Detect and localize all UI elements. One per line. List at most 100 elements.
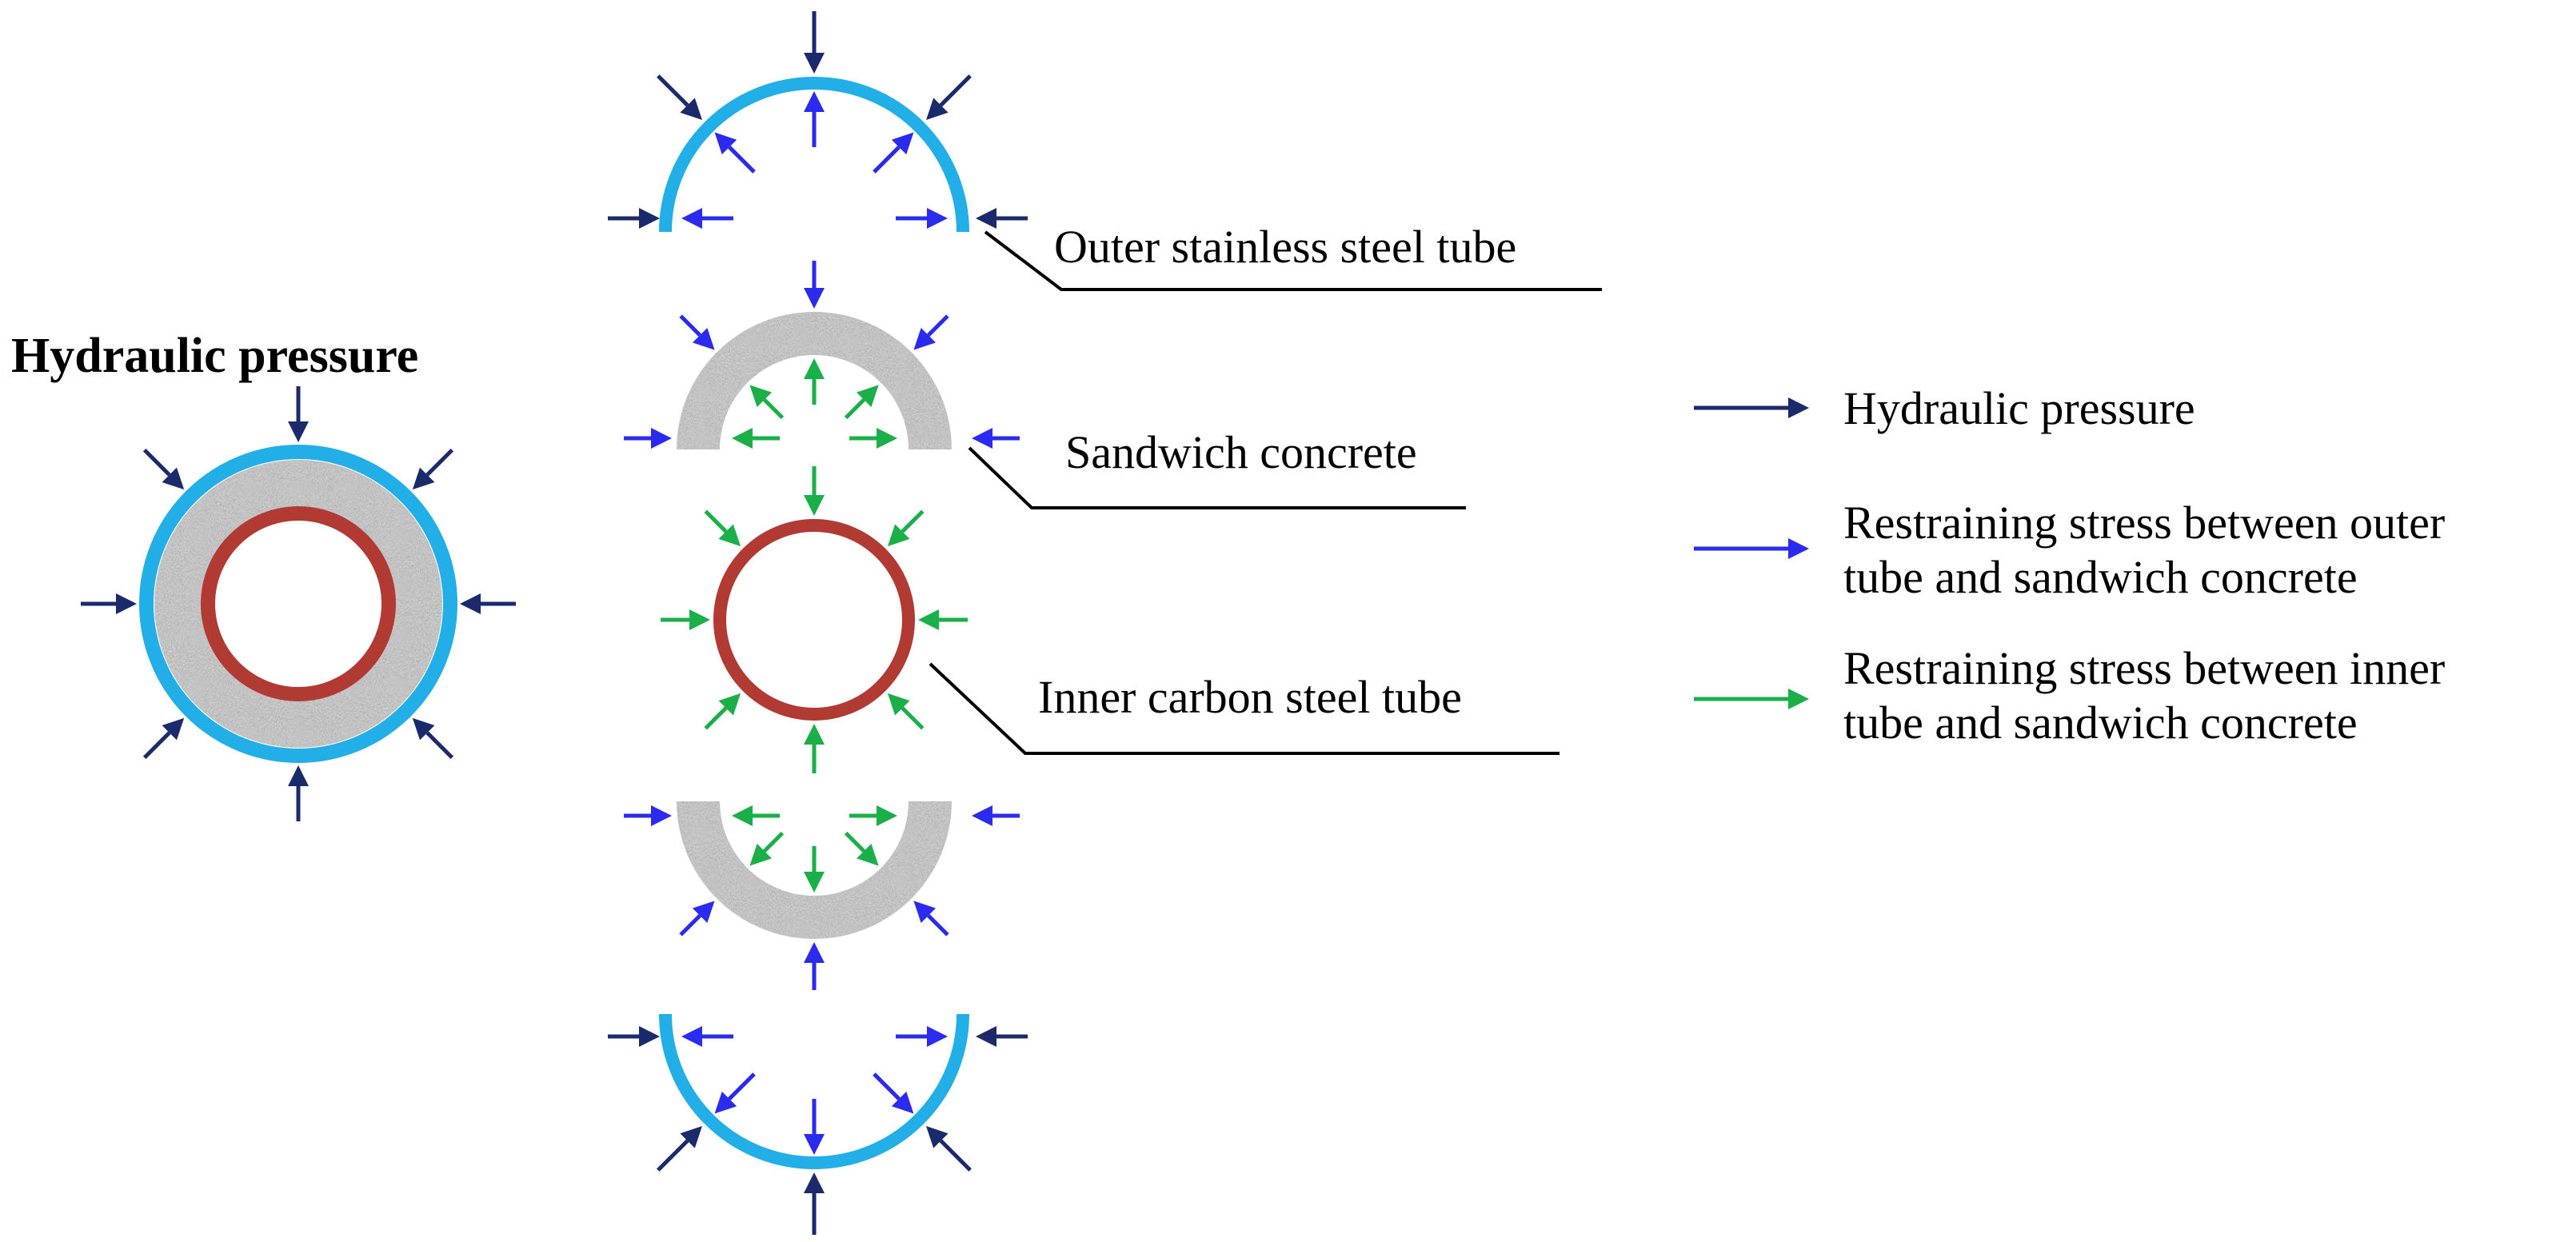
legend-inner-restraint-line-2: tube and sandwich concrete bbox=[1843, 697, 2358, 749]
inner-tube-restraint-0-head bbox=[804, 495, 825, 516]
outer-bottom-hydraulic-right-head bbox=[976, 1026, 996, 1047]
outer-bottom-restraint-1-shaft bbox=[728, 1072, 756, 1100]
outer-top-restraint-1 bbox=[714, 132, 756, 174]
hydraulic-arrow-1-head bbox=[162, 467, 185, 490]
inner-tube-restraint-6 bbox=[918, 609, 968, 630]
outer-tube-label: Outer stainless steel tube bbox=[1054, 221, 1517, 273]
outer-top-hydraulic-1 bbox=[657, 74, 702, 120]
outer-bottom-restraint-right-head bbox=[927, 1026, 948, 1047]
green-arrow-icon bbox=[1694, 689, 1809, 709]
outer-top-hydraulic-0-head bbox=[804, 53, 825, 74]
concrete-bottom-outer-restraint-0-head bbox=[804, 942, 825, 963]
concrete-top-inner-restraint-0 bbox=[804, 358, 825, 405]
concrete-bottom-outer-restraint-left bbox=[624, 805, 672, 826]
legend-item-outer-restraint-label: Restraining stress between outer tube an… bbox=[1843, 496, 2445, 605]
outer-bottom-restraint-left bbox=[681, 1026, 733, 1047]
outer-tube-ring bbox=[139, 445, 457, 763]
green-arrow-icon-head bbox=[1788, 689, 1809, 709]
concrete-top-inner-restraint-2-head bbox=[857, 385, 879, 407]
concrete-bottom-inner-restraint-1-shaft bbox=[763, 831, 785, 853]
legend-inner-restraint-line-1: Restraining stress between inner bbox=[1843, 642, 2446, 694]
concrete-bottom-inner-restraint-right-head bbox=[877, 805, 897, 826]
outer-bottom-hydraulic-2-head bbox=[926, 1126, 949, 1148]
outer-tube-top-half bbox=[659, 77, 969, 233]
outer-bottom-restraint-2-shaft bbox=[873, 1072, 901, 1100]
outer-bottom-restraint-2 bbox=[873, 1072, 914, 1114]
hydraulic-arrow-3 bbox=[142, 717, 185, 760]
blue-arrow-icon-head bbox=[1788, 538, 1809, 559]
hydraulic-arrow-3-head bbox=[162, 717, 185, 741]
outer-bottom-restraint-1-head bbox=[714, 1091, 737, 1114]
outer-bottom-restraint-2-head bbox=[891, 1091, 914, 1114]
concrete-bottom-inner-restraint-left bbox=[732, 805, 780, 826]
concrete-top-inner-restraint-1-head bbox=[749, 385, 772, 407]
outer-top-restraint-right-head bbox=[927, 208, 948, 229]
inner-tube-restraint-1-shaft bbox=[704, 509, 728, 533]
outer-bottom-hydraulic-1-shaft bbox=[657, 1139, 689, 1172]
inner-tube-label: Inner carbon steel tube bbox=[1038, 671, 1462, 723]
concrete-bottom-half bbox=[677, 801, 952, 939]
inner-tube-leader bbox=[929, 662, 1560, 755]
outer-bottom-restraint-right bbox=[896, 1026, 948, 1047]
inner-tube-restraint-1 bbox=[704, 509, 741, 547]
outer-bottom-hydraulic-left bbox=[608, 1026, 660, 1047]
outer-top-hydraulic-2-shaft bbox=[939, 74, 972, 107]
outer-top-hydraulic-left bbox=[608, 208, 660, 229]
legend-hydraulic-line-1: Hydraulic pressure bbox=[1843, 382, 2195, 434]
outer-bottom-hydraulic-2-shaft bbox=[939, 1139, 972, 1172]
inner-tube-restraint-2-head bbox=[689, 609, 710, 630]
stress-arrows bbox=[81, 11, 1809, 1235]
concrete-top-inner-restraint-0-head bbox=[804, 358, 825, 379]
outer-bottom-restraint-0 bbox=[804, 1099, 825, 1155]
hydraulic-arrow-1-shaft bbox=[142, 448, 171, 477]
legend-item-hydraulic-label: Hydraulic pressure bbox=[1843, 381, 2195, 436]
hydraulic-arrow-7 bbox=[412, 448, 454, 490]
legend-outer-restraint-line-1: Restraining stress between outer bbox=[1843, 497, 2446, 549]
concrete-top-inner-restraint-1 bbox=[749, 385, 785, 420]
concrete-bottom-outer-restraint-1-shaft bbox=[679, 914, 701, 936]
outer-bottom-restraint-0-head bbox=[804, 1134, 825, 1155]
inner-tube-restraint-7-head bbox=[887, 524, 910, 547]
concrete-bottom-outer-restraint-right bbox=[972, 805, 1020, 826]
outer-top-restraint-0 bbox=[804, 91, 825, 147]
inner-tube-restraint-5 bbox=[887, 693, 925, 730]
hydraulic-arrow-5-head bbox=[412, 717, 435, 741]
hydraulic-arrow-0-head bbox=[288, 421, 309, 442]
concrete-top-inner-restraint-2 bbox=[844, 385, 879, 420]
concrete-top-outer-restraint-1 bbox=[679, 314, 715, 350]
outer-tube-bottom-half bbox=[659, 1013, 969, 1169]
inner-tube-restraint-7 bbox=[887, 509, 925, 547]
concrete-top-outer-restraint-left-head bbox=[651, 428, 672, 449]
inner-tube-restraint-7-shaft bbox=[901, 509, 925, 533]
leader-lines bbox=[929, 230, 1602, 755]
outer-bottom-restraint-1 bbox=[714, 1072, 756, 1114]
hydraulic-arrow-3-shaft bbox=[142, 731, 171, 760]
concrete-bottom-inner-restraint-left-head bbox=[732, 805, 753, 826]
concrete-top-inner-restraint-right-head bbox=[877, 428, 897, 449]
outer-top-hydraulic-right-head bbox=[976, 208, 996, 229]
concrete-top-outer-restraint-1-shaft bbox=[679, 314, 701, 337]
concrete-bottom-inner-restraint-right bbox=[849, 805, 897, 826]
outer-top-hydraulic-left-head bbox=[639, 208, 660, 229]
hydraulic-arrow-5 bbox=[412, 717, 454, 760]
hydraulic-arrow-7-shaft bbox=[425, 448, 454, 477]
hydraulic-arrow-2-head bbox=[116, 593, 137, 614]
blue-arrow-icon bbox=[1694, 538, 1809, 559]
hydraulic-arrow-6-head bbox=[460, 593, 481, 614]
inner-tube-restraint-5-shaft bbox=[901, 706, 925, 730]
concrete-bottom-inner-restraint-2 bbox=[844, 831, 879, 866]
dark-navy-arrow-icon-head bbox=[1788, 397, 1809, 418]
concrete-bottom-outer-restraint-2-head bbox=[913, 901, 937, 924]
outer-top-hydraulic-0 bbox=[804, 11, 825, 74]
inner-tube-restraint-3-shaft bbox=[704, 706, 728, 730]
inner-tube-circle bbox=[713, 519, 915, 721]
outer-bottom-hydraulic-2 bbox=[926, 1126, 972, 1172]
concrete-top-outer-restraint-right bbox=[972, 428, 1020, 449]
hydraulic-arrow-4-head bbox=[288, 765, 309, 786]
outer-bottom-hydraulic-left-head bbox=[639, 1026, 660, 1047]
cross-section-shapes bbox=[139, 77, 969, 1169]
concrete-top-outer-restraint-0 bbox=[804, 261, 825, 309]
concrete-top-outer-restraint-right-head bbox=[972, 428, 992, 449]
concrete-top-outer-restraint-1-head bbox=[692, 327, 715, 350]
